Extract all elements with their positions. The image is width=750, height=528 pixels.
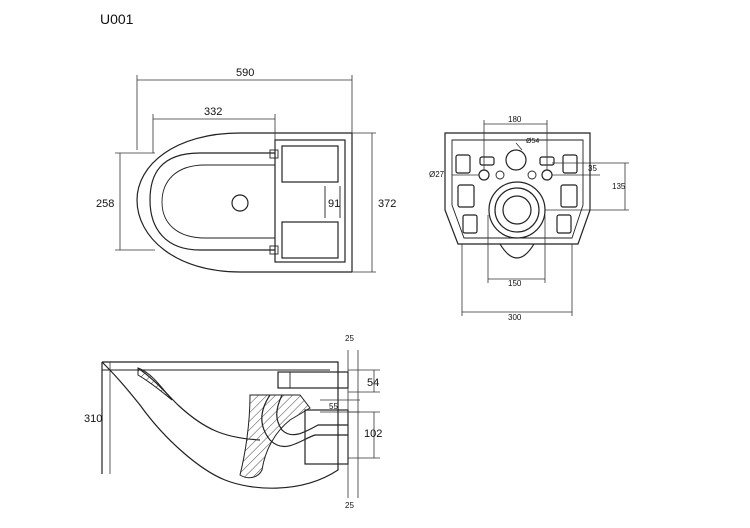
top-view-bowl-outline [136,132,352,273]
back-view: 180 Ø54 Ø27 35 135 150 300 [429,115,629,322]
dim-outlet-inner: 55 [329,402,338,411]
side-view: 310 25 54 55 102 25 [84,334,382,510]
back-view-fixing-hole-left [478,169,490,181]
dim-fixing-hole-diameter: Ø27 [429,170,445,179]
drawing-title: U001 [100,11,134,27]
dim-inlet-diameter: Ø54 [526,138,539,145]
dim-overall-width: 372 [378,198,396,210]
dim-bolt-offset: 35 [588,164,597,173]
dim-back-width: 300 [508,313,522,322]
dim-length: 590 [236,67,254,79]
dim-outlet-offset-bottom: 25 [345,501,354,510]
dim-seat-gap: 91 [328,198,340,210]
back-view-fixing-hole-right [541,169,553,181]
dim-outlet-height: 135 [612,182,626,191]
dim-outlet-height: 102 [364,428,382,440]
top-view-hinge-lower [281,221,339,259]
dim-inlet-offset-top: 25 [345,334,354,343]
dim-inlet-height: 54 [367,377,379,389]
back-view-outline [444,132,591,245]
top-view: 590 332 258 372 91 [96,67,396,273]
dim-fixing-distance: 332 [204,106,222,118]
top-view-hinge-upper [281,145,339,183]
dim-bowl-width: 258 [96,198,114,210]
dim-side-height: 310 [84,413,102,425]
side-view-inner-bowl [137,367,261,441]
dim-bolt-spacing: 180 [508,115,522,124]
dim-outlet-spacing: 150 [508,279,522,288]
side-view-section-hatch [239,394,311,479]
side-view-outline [101,361,339,489]
top-view-inner-bowl [161,164,276,239]
top-view-drain-hole [231,194,249,212]
top-view-seat [149,152,275,251]
back-view-inlet [505,149,527,171]
back-view-outlet-outer [488,181,546,239]
